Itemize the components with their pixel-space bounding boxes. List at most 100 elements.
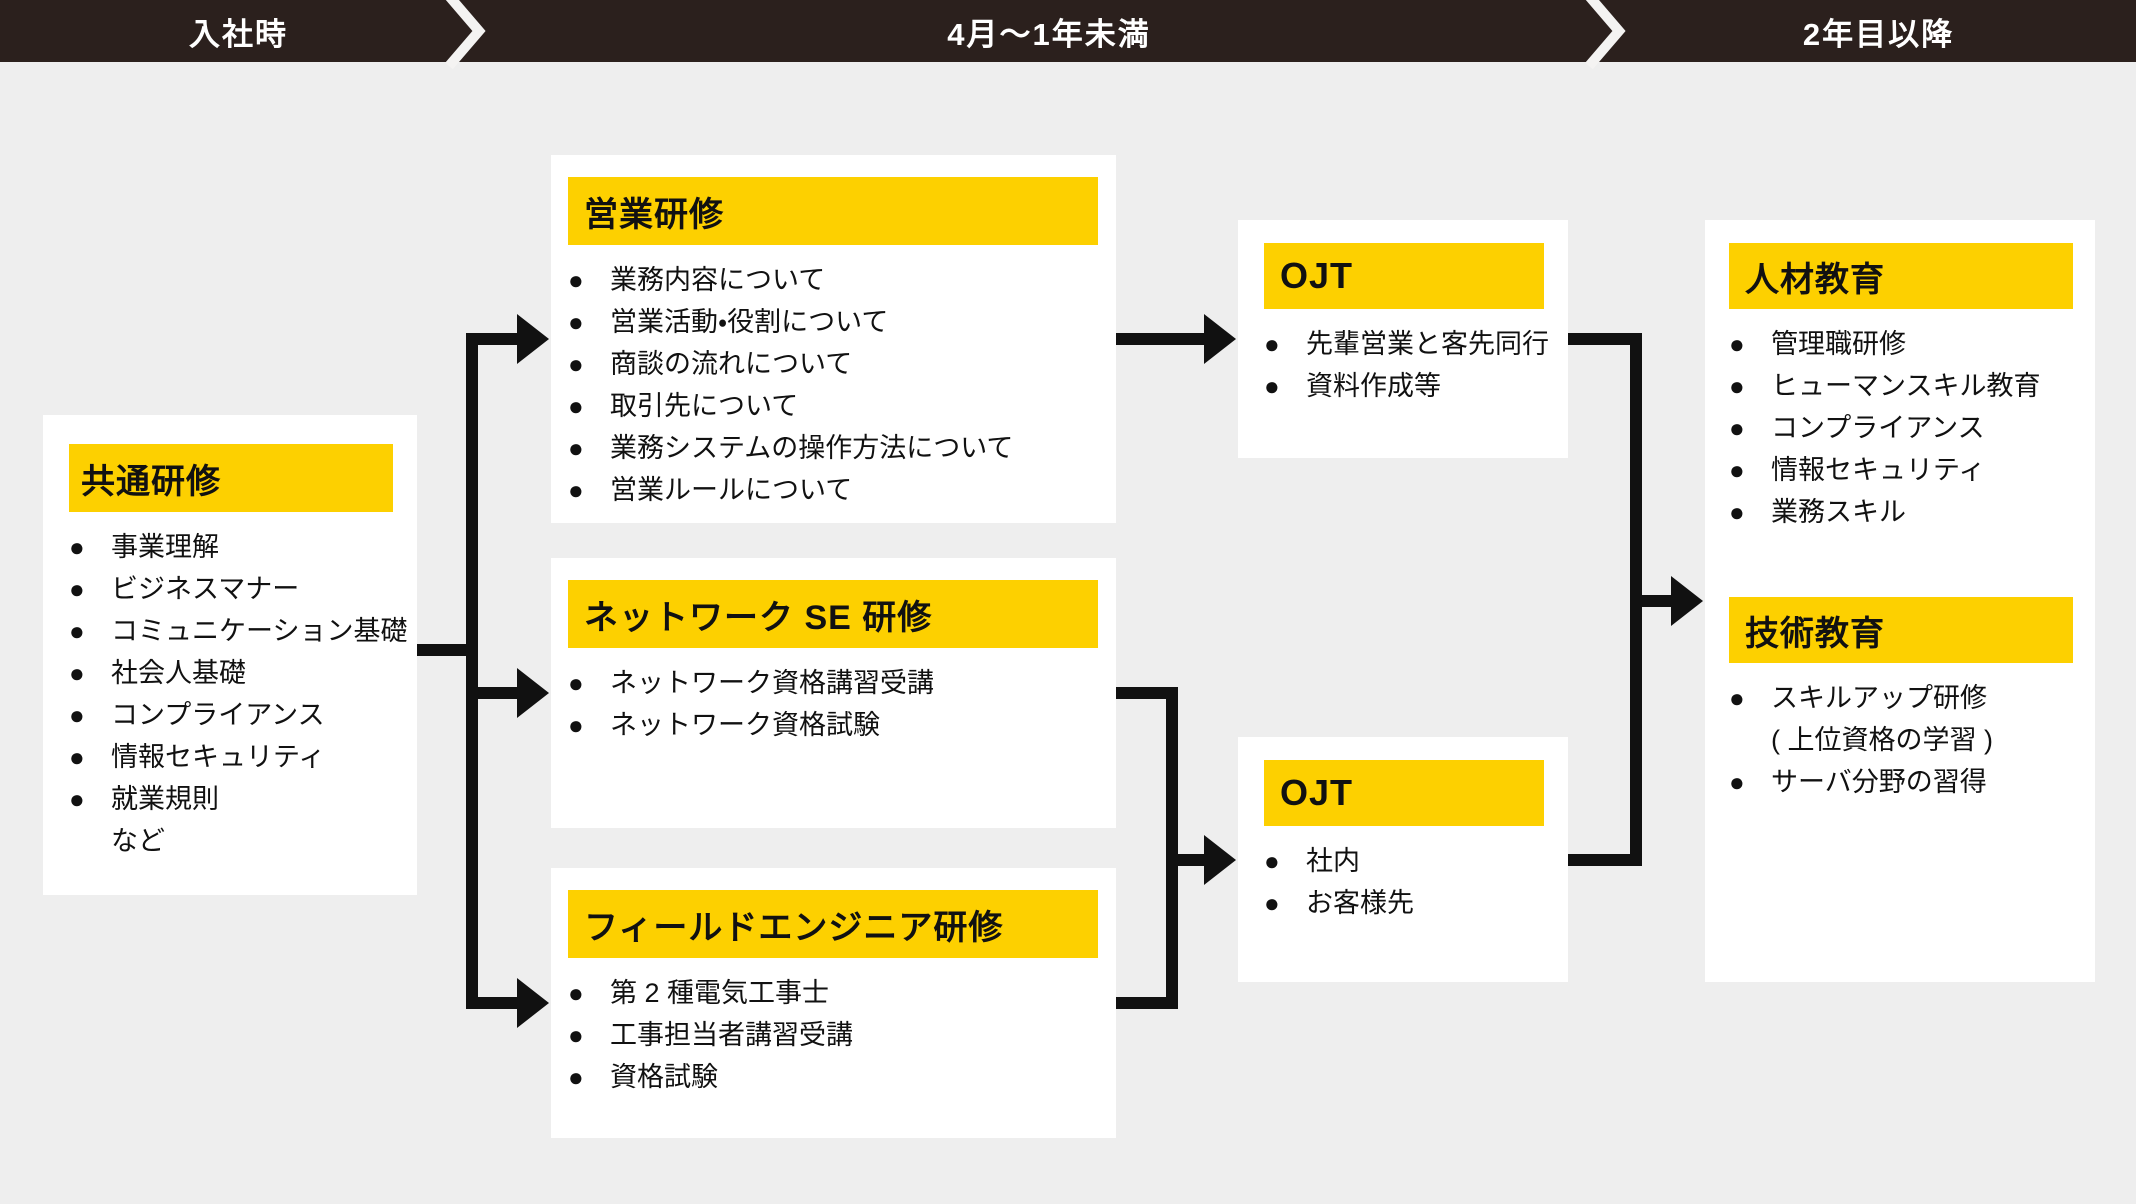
item-text: サーバ分野の習得: [1771, 767, 1987, 797]
list-item: ● 就業規則: [69, 778, 417, 820]
bullet-dot-icon: ●: [1729, 767, 1745, 797]
bullet-dot-icon: ●: [568, 668, 584, 698]
item-text: 業務スキル: [1771, 497, 1906, 527]
list-item: ● 情報セキュリティ: [1729, 449, 2095, 491]
box-title: OJT: [1264, 243, 1544, 309]
bullet-list: ● 事業理解 ● ビジネスマナー ● コミュニケーション基礎 ● 社会人基礎: [69, 526, 417, 862]
list-item: ● 資格試験: [568, 1056, 1116, 1098]
box-ongoing-education: 人材教育 ● 管理職研修 ● ヒューマンスキル教育 ● コンプライアンス: [1705, 220, 2095, 982]
arrowhead-icon: [1204, 835, 1236, 885]
box-field-engineer-training: フィールドエンジニア研修 ● 第 2 種電気工事士 ● 工事担当者講習受講 ● …: [551, 868, 1116, 1138]
box-sales-training: 営業研修 ● 業務内容について ● 営業活動・役割について ● 商談の流れについ…: [551, 155, 1116, 523]
list-item: ● 社会人基礎: [69, 652, 417, 694]
bullet-dot-icon: ●: [69, 532, 85, 562]
list-item: ● お客様先: [1264, 882, 1568, 924]
item-text: スキルアップ研修: [1771, 683, 1987, 713]
item-text: コンプライアンス: [1771, 413, 1985, 443]
list-item: ● 管理職研修: [1729, 323, 2095, 365]
item-text: コンプライアンス: [111, 700, 325, 730]
bullet-dot-icon: ●: [568, 978, 584, 1008]
list-item: ( 上位資格の学習 ): [1729, 719, 2095, 761]
arrowhead-icon: [1671, 576, 1703, 626]
item-text: ( 上位資格の学習 ): [1771, 725, 1993, 755]
item-text: お客様先: [1306, 888, 1414, 918]
item-text: 情報セキュリティ: [111, 742, 326, 772]
item-text: 社内: [1306, 846, 1360, 876]
bullet-dot-icon: ●: [568, 433, 584, 463]
item-text: 商談の流れについて: [610, 349, 853, 379]
list-item: ● 業務システムの操作方法について: [568, 427, 1116, 469]
bullet-dot-icon: ●: [568, 1020, 584, 1050]
item-text: 工事担当者講習受講: [610, 1020, 853, 1050]
list-item: ● 業務内容について: [568, 259, 1116, 301]
box-network-se-training: ネットワーク SE 研修 ● ネットワーク資格講習受講 ● ネットワーク資格試験: [551, 558, 1116, 828]
box-title: ネットワーク SE 研修: [568, 580, 1098, 648]
item-text: 資格試験: [610, 1062, 718, 1092]
item-text: 資料作成等: [1306, 371, 1441, 401]
list-item: ● コミュニケーション基礎: [69, 610, 417, 652]
box-title: 営業研修: [568, 177, 1098, 245]
list-item: ● 事業理解: [69, 526, 417, 568]
bullet-dot-icon: ●: [1264, 846, 1280, 876]
bullet-dot-icon: ●: [568, 349, 584, 379]
item-text: 取引先について: [610, 391, 799, 421]
item-text: 就業規則: [111, 784, 219, 814]
stage-label-first-year: 4月～1年未満: [947, 16, 1151, 52]
item-text: 営業ルールについて: [610, 475, 853, 505]
list-item: ● ネットワーク資格講習受講: [568, 662, 1116, 704]
bullet-dot-icon: ●: [1729, 329, 1745, 359]
arrowhead-icon: [517, 314, 549, 364]
connector-engineering-merge-to-ojt: [1116, 687, 1236, 1009]
list-item: ● 第 2 種電気工事士: [568, 972, 1116, 1014]
box-title: フィールドエンジニア研修: [568, 890, 1098, 958]
box-ojt-sales: OJT ● 先輩営業と客先同行 ● 資料作成等: [1238, 220, 1568, 458]
box-common-training: 共通研修 ● 事業理解 ● ビジネスマナー ● コミュニケーション基礎: [43, 415, 417, 895]
connector-sales-to-ojt: [1116, 314, 1236, 364]
list-item: ● ヒューマンスキル教育: [1729, 365, 2095, 407]
bullet-dot-icon: ●: [69, 784, 85, 814]
list-item: ● 情報セキュリティ: [69, 736, 417, 778]
bullet-dot-icon: ●: [1729, 371, 1745, 401]
item-text: 業務内容について: [610, 265, 826, 295]
bullet-list: ● 第 2 種電気工事士 ● 工事担当者講習受講 ● 資格試験: [568, 972, 1116, 1098]
list-item: ● ネットワーク資格試験: [568, 704, 1116, 746]
bullet-list: ● 業務内容について ● 営業活動・役割について ● 商談の流れについて ● 取…: [568, 259, 1116, 511]
bullet-list: ● 先輩営業と客先同行 ● 資料作成等: [1264, 323, 1568, 407]
bullet-dot-icon: ●: [1264, 371, 1280, 401]
item-text: 管理職研修: [1771, 329, 1906, 359]
list-item: ● 工事担当者講習受講: [568, 1014, 1116, 1056]
list-item: ● サーバ分野の習得: [1729, 761, 2095, 803]
bullet-dot-icon: ●: [1729, 683, 1745, 713]
bullet-list: ● 社内 ● お客様先: [1264, 840, 1568, 924]
bullet-dot-icon: ●: [568, 265, 584, 295]
list-item: ● 取引先について: [568, 385, 1116, 427]
stage-label-joining: 入社時: [189, 16, 288, 52]
bullet-dot-icon: ●: [568, 391, 584, 421]
item-text: 社会人基礎: [111, 658, 246, 688]
item-text: 第 2 種電気工事士: [610, 978, 830, 1008]
item-text: ヒューマンスキル教育: [1771, 371, 2041, 401]
arrowhead-icon: [1204, 314, 1236, 364]
list-item: ● 資料作成等: [1264, 365, 1568, 407]
item-text: など: [111, 826, 165, 856]
bullet-dot-icon: ●: [69, 700, 85, 730]
bullet-dot-icon: ●: [69, 616, 85, 646]
chevron-right-icon: [1585, 0, 1626, 70]
bullet-list: ● ネットワーク資格講習受講 ● ネットワーク資格試験: [568, 662, 1116, 746]
box-title: 共通研修: [69, 444, 393, 512]
arrowhead-icon: [517, 668, 549, 718]
chevron-right-icon: [445, 0, 486, 70]
item-text: 先輩営業と客先同行: [1306, 329, 1549, 359]
connector-common-branch: [417, 314, 549, 1028]
list-item: ● コンプライアンス: [69, 694, 417, 736]
list-item: ● 商談の流れについて: [568, 343, 1116, 385]
item-text: ネットワーク資格講習受講: [610, 668, 934, 698]
box-title-technical-education: 技術教育: [1729, 597, 2073, 663]
bullet-dot-icon: ●: [568, 307, 584, 337]
list-item: など: [69, 820, 417, 862]
bullet-dot-icon: ●: [69, 742, 85, 772]
list-item: ● 先輩営業と客先同行: [1264, 323, 1568, 365]
box-title: OJT: [1264, 760, 1544, 826]
connector-ojt-merge-to-education: [1568, 333, 1703, 866]
